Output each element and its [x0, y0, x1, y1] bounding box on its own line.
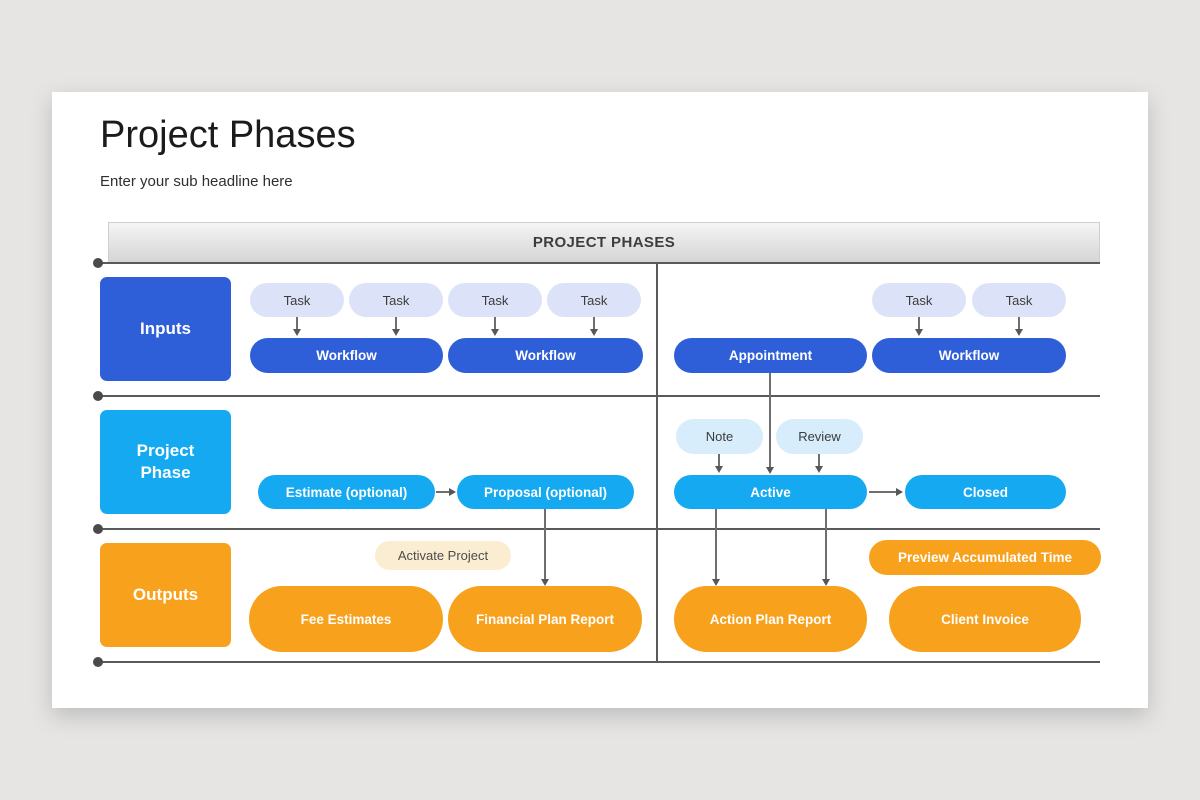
- node-active: Active: [674, 475, 867, 509]
- column-divider: [656, 262, 658, 663]
- node-task: Task: [448, 283, 542, 317]
- node-task: Task: [872, 283, 966, 317]
- node-task: Task: [972, 283, 1066, 317]
- line-dot: [93, 258, 103, 268]
- arrow-task5-to-workflow: [918, 317, 920, 329]
- diagram-header-banner: PROJECT PHASES: [108, 222, 1100, 262]
- row-divider-1: [98, 395, 1100, 397]
- arrow-appointment-to-active: [769, 373, 771, 467]
- slide-card: Project Phases Enter your sub headline h…: [52, 92, 1148, 708]
- line-dot: [93, 657, 103, 667]
- node-task: Task: [250, 283, 344, 317]
- node-closed: Closed: [905, 475, 1066, 509]
- line-dot: [93, 391, 103, 401]
- arrow-task6-to-workflow: [1018, 317, 1020, 329]
- arrow-active-to-action-report-left: [715, 509, 717, 579]
- row-divider-bottom: [98, 661, 1100, 663]
- node-note: Note: [676, 419, 763, 454]
- node-financial-plan-report: Financial Plan Report: [448, 586, 642, 652]
- node-fee-estimates: Fee Estimates: [249, 586, 443, 652]
- node-estimate: Estimate (optional): [258, 475, 435, 509]
- row-label-inputs: Inputs: [100, 277, 231, 381]
- diagram-header-label: PROJECT PHASES: [532, 234, 676, 251]
- node-client-invoice: Client Invoice: [889, 586, 1081, 652]
- node-activate-project: Activate Project: [375, 541, 511, 570]
- page-title: Project Phases: [100, 114, 356, 156]
- node-action-plan-report: Action Plan Report: [674, 586, 867, 652]
- arrow-note-to-active: [718, 454, 720, 466]
- arrow-task4-to-workflow: [593, 317, 595, 329]
- node-proposal: Proposal (optional): [457, 475, 634, 509]
- line-dot: [93, 524, 103, 534]
- arrow-task3-to-workflow: [494, 317, 496, 329]
- node-workflow: Workflow: [448, 338, 643, 373]
- row-label-project-phase: Project Phase: [100, 410, 231, 514]
- arrow-active-to-action-report-right: [825, 509, 827, 579]
- arrow-review-to-active: [818, 454, 820, 466]
- node-preview-accumulated-time: Preview Accumulated Time: [869, 540, 1101, 575]
- page-subtitle: Enter your sub headline here: [100, 173, 293, 190]
- row-divider-top: [98, 262, 1100, 264]
- arrow-task2-to-workflow: [395, 317, 397, 329]
- node-workflow: Workflow: [872, 338, 1066, 373]
- node-task: Task: [547, 283, 641, 317]
- node-appointment: Appointment: [674, 338, 867, 373]
- node-review: Review: [776, 419, 863, 454]
- arrow-active-to-closed: [869, 491, 896, 493]
- row-divider-2: [98, 528, 1100, 530]
- node-workflow: Workflow: [250, 338, 443, 373]
- arrow-estimate-to-proposal: [436, 491, 449, 493]
- arrow-proposal-to-financial-report: [544, 509, 546, 579]
- row-label-outputs: Outputs: [100, 543, 231, 647]
- arrow-task1-to-workflow: [296, 317, 298, 329]
- node-task: Task: [349, 283, 443, 317]
